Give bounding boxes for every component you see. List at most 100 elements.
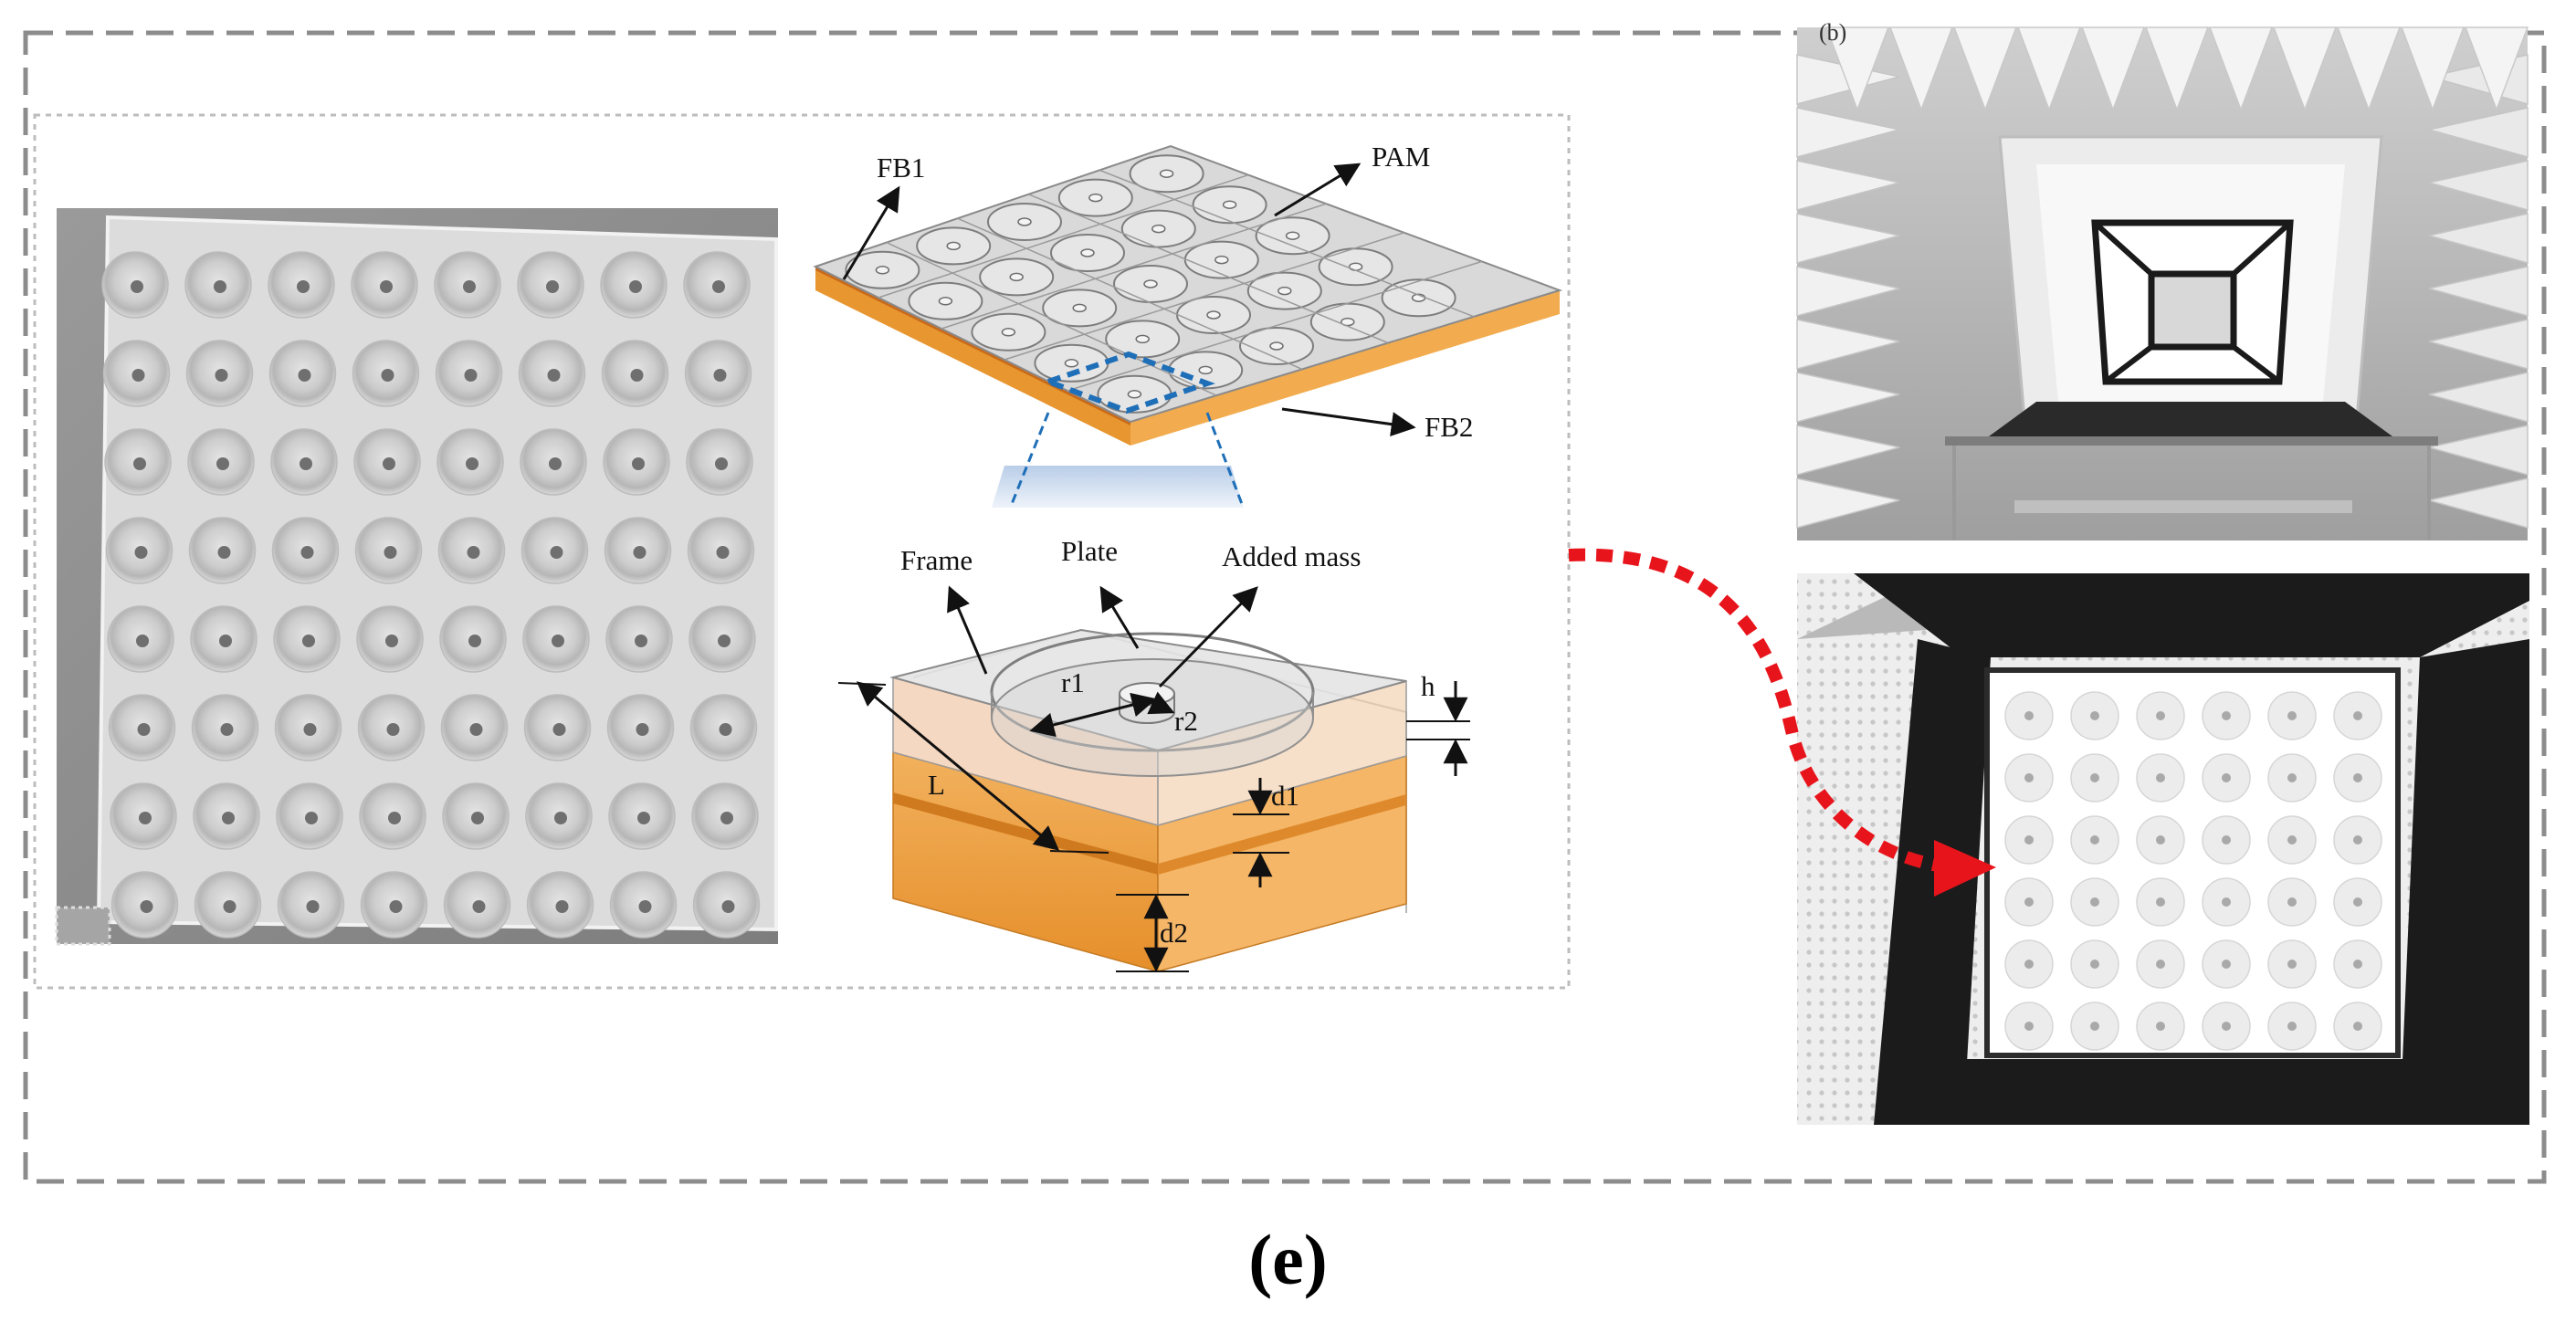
sample-photo: [55, 208, 778, 946]
sample-mass: [467, 546, 480, 559]
pam-cell-mass: [1064, 359, 1079, 368]
sample-mass: [547, 369, 561, 382]
tube-mass: [2353, 773, 2362, 782]
sample-mass: [303, 723, 317, 736]
acoustic-wedge: [2464, 26, 2529, 112]
acoustic-wedge: [1796, 477, 1900, 529]
tube-mass: [2287, 773, 2297, 782]
tube-mass: [2222, 711, 2231, 720]
sample-mass: [222, 812, 235, 824]
label-frame: Frame: [900, 544, 973, 576]
pam-cell-mass: [946, 241, 961, 251]
pam-cell-edge: [941, 203, 1327, 330]
tube-mass: [2090, 1022, 2099, 1031]
figure-caption: (e): [1248, 1220, 1328, 1299]
acoustic-wedge: [2428, 107, 2529, 158]
sample-mass: [140, 900, 153, 913]
tube-mass: [2090, 960, 2099, 969]
sample-mass: [223, 900, 237, 913]
tube-mass: [2090, 773, 2099, 782]
label-plate: Plate: [1061, 535, 1118, 567]
sample-mass: [131, 369, 145, 382]
pam-cell-mass: [1285, 231, 1300, 240]
pam-cell-mass: [1127, 390, 1142, 399]
label-h: h: [1421, 670, 1435, 702]
tube-mass: [2353, 835, 2362, 845]
pam-cell-mass: [1009, 272, 1024, 282]
tube-mass: [2156, 773, 2165, 782]
sample-mass: [139, 812, 152, 824]
pam-cell-edge: [957, 217, 1303, 371]
sample-mass: [131, 280, 143, 293]
pam-cell-mass: [1151, 224, 1166, 234]
pam-cell-mass: [1135, 334, 1150, 344]
acoustic-wedge: [2428, 160, 2529, 211]
acoustic-wedge: [2428, 425, 2529, 476]
sample-mass: [216, 457, 229, 470]
acoustic-wedge: [1796, 213, 1900, 264]
pam-cell-mass: [1017, 217, 1032, 226]
label-pam: PAM: [1372, 141, 1430, 173]
tube-mass: [2353, 897, 2362, 907]
acoustic-wedge: [2016, 26, 2082, 112]
sample-mass: [219, 635, 232, 647]
sample-mass: [384, 546, 397, 559]
tube-mass: [2024, 897, 2034, 907]
tube-mass: [2090, 835, 2099, 845]
sample-mass: [549, 457, 562, 470]
tube-mass: [2222, 1022, 2231, 1031]
tube-sample-grid: [2004, 691, 2382, 1051]
sample-mass: [217, 546, 231, 559]
sample-mass: [718, 635, 731, 647]
inner-dotted-frame: [33, 113, 1571, 990]
sample-mass: [463, 280, 476, 293]
acoustic-wedge: [2144, 26, 2210, 112]
sample-mass: [300, 546, 314, 559]
sample-mass: [472, 900, 486, 913]
pam-cell-mass: [1222, 200, 1237, 209]
tube-mass: [2024, 773, 2034, 782]
tube-mass: [2024, 835, 2034, 845]
outer-dashed-frame: [23, 30, 2547, 1184]
tube-mass: [2353, 960, 2362, 969]
sample-mass: [305, 812, 318, 824]
acoustic-wedge: [1796, 319, 1900, 370]
label-L: L: [928, 769, 945, 801]
acoustic-wedge: [1952, 26, 2018, 112]
acoustic-wedge: [2336, 26, 2402, 112]
pam-cell-edge: [1028, 194, 1389, 344]
acoustic-wedge: [2428, 266, 2529, 317]
tube-mass: [2090, 897, 2099, 907]
sample-mass: [721, 900, 735, 913]
panel-tag: (b): [1819, 19, 1846, 46]
tube-mass: [2222, 835, 2231, 845]
tube-mass: [2222, 960, 2231, 969]
tube-mass: [2024, 1022, 2034, 1031]
tube-mass: [2090, 711, 2099, 720]
label-fb2: FB2: [1425, 411, 1473, 443]
tube-mass: [2287, 711, 2297, 720]
sample-mass: [388, 812, 401, 824]
acoustic-wedges: [1796, 26, 2529, 529]
tube-mass: [2156, 1022, 2165, 1031]
pam-cell-mass: [1088, 193, 1103, 203]
tube-mass: [2287, 1022, 2297, 1031]
sample-mass: [133, 457, 146, 470]
sample-mass: [629, 280, 642, 293]
sample-mass: [298, 369, 311, 382]
tube-mass: [2287, 897, 2297, 907]
label-fb1: FB1: [877, 152, 925, 184]
sample-mass: [383, 457, 395, 470]
sample-mass: [635, 635, 647, 647]
red-arrowhead: [1934, 840, 1996, 897]
sample-mass: [630, 369, 644, 382]
sample-mass: [214, 280, 226, 293]
tube-mass: [2222, 773, 2231, 782]
sample-mass: [134, 546, 148, 559]
pam-cell-edge: [1004, 232, 1404, 361]
sample-mass: [380, 280, 393, 293]
red-connector-arrow: [1568, 548, 1951, 874]
acoustic-wedge: [2428, 477, 2529, 529]
sample-mass: [632, 457, 645, 470]
